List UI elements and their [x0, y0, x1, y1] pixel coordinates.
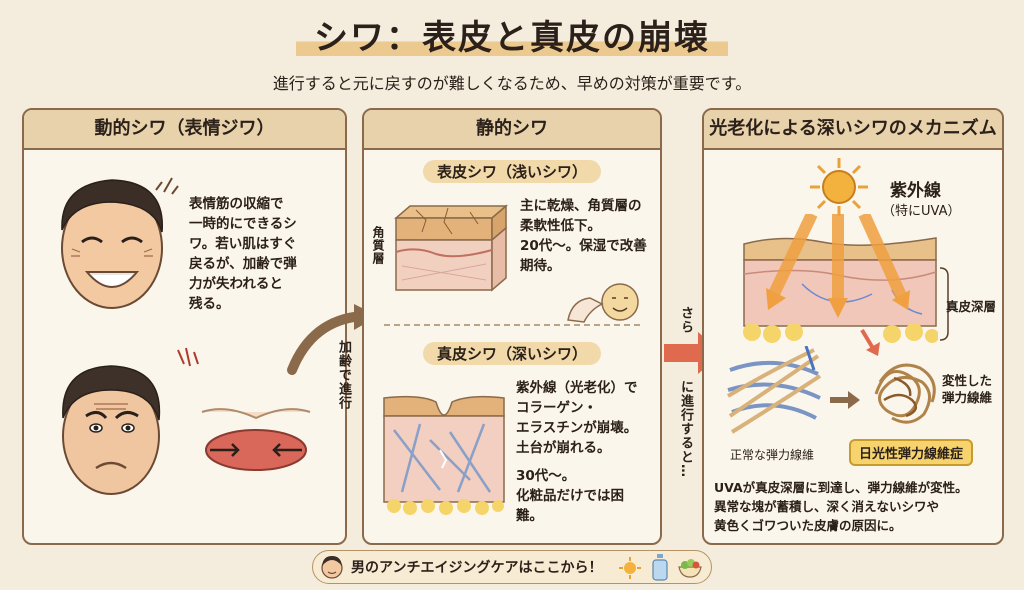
page-title: シワ：表皮と真皮の崩壊 [296, 10, 728, 61]
uv-sublabel: （特にUVA） [882, 204, 961, 219]
title-area: シワ：表皮と真皮の崩壊 [0, 10, 1024, 61]
panel-static-wrinkles: 静的シワ 表皮シワ（浅いシワ） 角質層 主に乾燥、角質層の 柔軟性低下。 20代… [362, 108, 662, 545]
panel-header-dynamic: 動的シワ（表情ジワ） [24, 110, 345, 150]
stress-lines-icon [177, 347, 199, 367]
stratum-corneum-label: 角質層 [371, 226, 385, 265]
moisturizing-hand-face-icon [567, 283, 639, 323]
dermal-wrinkle-label: 真皮シワ（深いシワ） [422, 342, 602, 365]
sun-icon [810, 158, 868, 216]
dermal-wrinkle-age-note: 30代〜。 化粧品だけでは困 難。 [516, 468, 624, 524]
footer-banner: 男のアンチエイジングケアはここから！ [312, 550, 712, 584]
panel-header-static: 静的シワ [364, 110, 660, 150]
lotion-bottle-icon [652, 554, 668, 581]
degeneration-arrow-icon [860, 328, 880, 356]
page-subtitle: 進行すると元に戻すのが難しくなるため、早めの対策が重要です。 [272, 74, 752, 93]
skin-layers-uv-illustration [743, 214, 938, 343]
photoaging-description: UVAが真皮深層に到達し、弾力線維が変性。 異常な塊が蓄積し、深く消えないシワや… [714, 480, 968, 533]
epidermal-wrinkle-description: 主に乾燥、角質層の 柔軟性低下。 20代〜。保湿で改善 期待。 [520, 198, 647, 274]
dynamic-wrinkle-description: 表情筋の収縮で 一時的にできるシ ワ。若い肌はすぐ 戻るが、加齢で弾 力が失われ… [189, 196, 297, 312]
epidermal-wrinkle-label: 表皮シワ（浅いシワ） [422, 160, 602, 183]
solar-elastosis-badge: 日光性弾力線維症 [849, 439, 974, 466]
panel-header-photoaging: 光老化による深いシワのメカニズム [704, 110, 1002, 150]
frowning-man-face-illustration [62, 365, 161, 495]
smiling-man-face-illustration [61, 179, 163, 309]
further-progression-label-top: さら [678, 306, 693, 334]
salad-bowl-icon [678, 559, 702, 578]
epidermis-cross-section-illustration [393, 204, 509, 292]
dermis-deep-label: 真皮深層 [946, 299, 997, 314]
man-avatar-icon [321, 556, 343, 579]
section-divider [384, 324, 640, 326]
normal-fibers-label: 正常な弾力線維 [730, 448, 815, 462]
panel-photoaging-mechanism: 光老化による深いシワのメカニズム 紫外線 （特にUVA） 真皮深層 正常な [702, 108, 1004, 545]
sparkle-lines-icon [155, 177, 179, 195]
degenerated-elastic-fibers-illustration [874, 363, 936, 424]
normal-elastic-fibers-illustration [726, 346, 822, 434]
facial-muscle-contraction-illustration [201, 408, 311, 471]
progression-label: 加齢で進行 [336, 340, 351, 410]
dermis-bracket [939, 267, 949, 341]
sun-small-icon [619, 557, 641, 579]
uv-label: 紫外線 [890, 181, 941, 201]
transformation-arrow-icon [830, 391, 860, 409]
dermis-cross-section-illustration [383, 395, 505, 515]
dermal-wrinkle-description: 紫外線（光老化）で コラーゲン・ エラスチンが崩壊。 土台が崩れる。 [516, 380, 638, 456]
footer-text: 男のアンチエイジングケアはここから！ [351, 560, 603, 576]
degenerated-fibers-label: 変性した 弾力線維 [942, 373, 993, 405]
further-progression-label-bottom: に進行すると… [678, 380, 693, 478]
panel-dynamic-wrinkles: 動的シワ（表情ジワ） 表情筋の収縮で 一時的にできるシ ワ。若い肌はすぐ 戻るが… [22, 108, 347, 545]
